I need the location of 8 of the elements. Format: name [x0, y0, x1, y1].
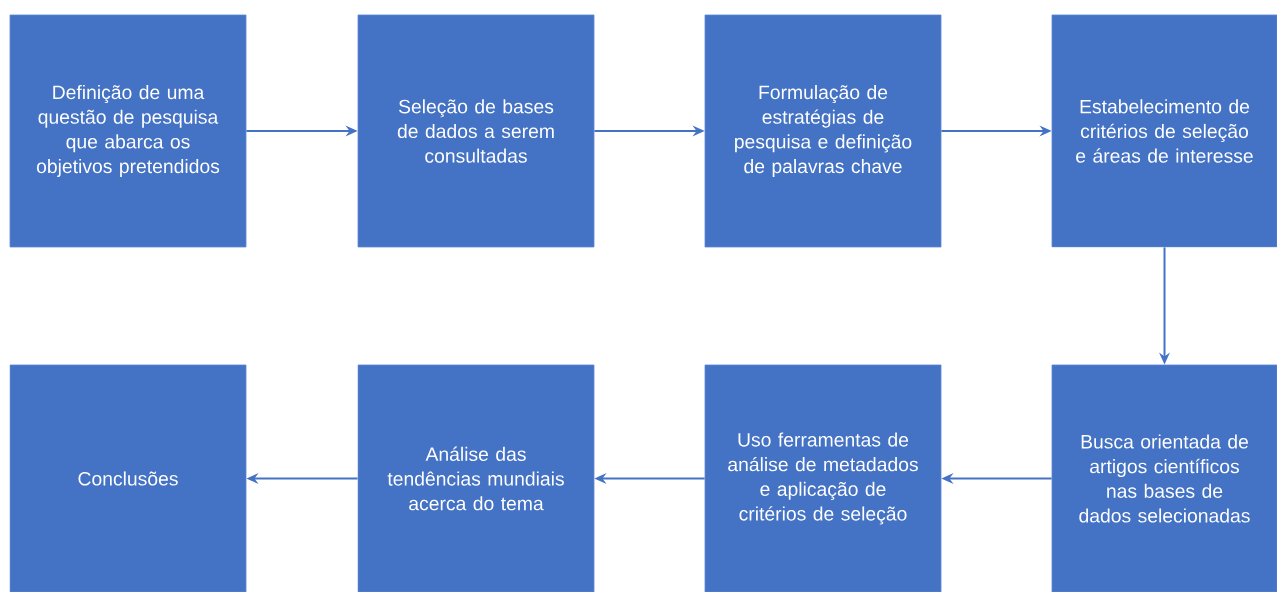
process-box: Conclusões	[9, 364, 247, 592]
process-box: Formulação de estratégias de pesquisa e definição de palavras chave	[704, 14, 942, 248]
process-box: Estabelecimento de critérios de seleção e áreas de interesse	[1051, 14, 1277, 248]
process-box: Análise das tendências mundiais acerca do tema	[357, 364, 595, 592]
process-box: Busca orientada de artigos científicos nas bases de dados selecionadas	[1051, 364, 1277, 592]
process-box: Seleção de bases de dados a serem consultadas	[357, 14, 595, 248]
process-box: Definição de uma questão de pesquisa que abarca os objetivos pretendidos	[9, 14, 247, 248]
process-box: Uso ferramentas de análise de metadados e aplicação de critérios de seleção	[704, 364, 942, 592]
